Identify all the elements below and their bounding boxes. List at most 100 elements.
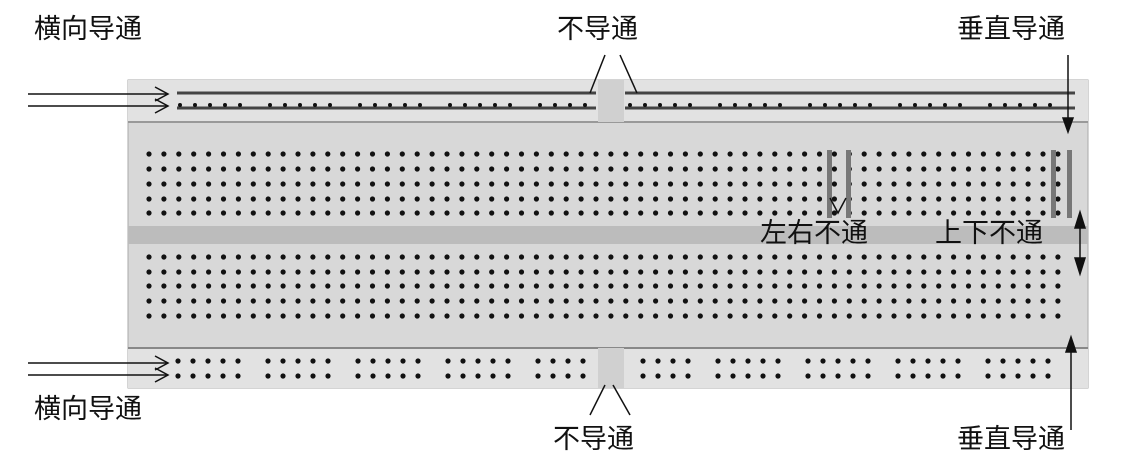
hole [958, 103, 962, 107]
hole [823, 103, 827, 107]
hole [505, 358, 511, 364]
hole [906, 313, 912, 319]
hole [563, 196, 569, 202]
hole [369, 313, 376, 319]
label-top-center-not-conduct: 不导通 [557, 14, 638, 45]
hole [831, 210, 838, 216]
hole [280, 181, 286, 187]
hole [1055, 151, 1061, 157]
hole [414, 283, 420, 289]
hole [475, 358, 481, 364]
hole [265, 166, 271, 172]
hole [474, 254, 480, 260]
hole [593, 196, 599, 202]
hole [891, 283, 897, 289]
hole [161, 313, 167, 319]
hole [223, 103, 227, 107]
hole [369, 283, 376, 289]
hole [727, 298, 733, 304]
hole [865, 373, 871, 379]
hole [655, 358, 661, 364]
hole [459, 151, 465, 157]
hole [1045, 373, 1051, 379]
hole [1040, 269, 1046, 275]
hole [608, 151, 614, 157]
hole [936, 254, 942, 260]
hole [667, 269, 674, 275]
hole [980, 283, 987, 289]
hole [206, 298, 212, 304]
hole [1025, 283, 1031, 289]
hole [718, 103, 722, 107]
hole [638, 298, 644, 304]
hole [568, 103, 572, 107]
hole [399, 269, 405, 275]
hole [250, 298, 256, 304]
hole [757, 166, 763, 172]
hole [399, 210, 405, 216]
hole [895, 358, 901, 364]
hole [921, 210, 927, 216]
hole [712, 181, 718, 187]
hole [921, 313, 927, 319]
hole [951, 196, 957, 202]
hole [831, 181, 838, 187]
hole [369, 196, 376, 202]
hole [965, 210, 972, 216]
hole [474, 151, 480, 157]
hole [980, 196, 987, 202]
hole [414, 181, 420, 187]
hole [802, 313, 808, 319]
hole [235, 181, 241, 187]
hole [355, 166, 361, 172]
hole [638, 254, 644, 260]
hole [787, 313, 793, 319]
hole [891, 210, 897, 216]
hole [742, 181, 748, 187]
hole [235, 313, 241, 319]
hole [772, 269, 778, 275]
hole [563, 313, 569, 319]
hole [697, 313, 703, 319]
hole [328, 103, 332, 107]
hole [638, 166, 644, 172]
hole [548, 298, 554, 304]
hole [340, 166, 346, 172]
hole [384, 254, 390, 260]
hole [414, 151, 420, 157]
hole [891, 166, 897, 172]
hole [906, 269, 912, 275]
hole [235, 254, 241, 260]
hole [444, 313, 450, 319]
hole [489, 181, 495, 187]
hole [816, 313, 823, 319]
hole [384, 283, 390, 289]
hole [593, 298, 599, 304]
hole [280, 210, 286, 216]
hole [727, 210, 733, 216]
hole [250, 283, 256, 289]
hole [608, 254, 614, 260]
hole [355, 313, 361, 319]
hole [489, 151, 495, 157]
hole [176, 181, 182, 187]
hole [861, 151, 867, 157]
hole [325, 373, 331, 379]
hole [980, 181, 987, 187]
hole [802, 254, 808, 260]
hole [1010, 254, 1016, 260]
hole [697, 254, 703, 260]
hole [220, 254, 227, 260]
hole [444, 181, 450, 187]
hole [995, 196, 1001, 202]
hole [906, 254, 912, 260]
hole [399, 254, 405, 260]
hole [1025, 151, 1031, 157]
hole [191, 181, 197, 187]
hole [831, 151, 838, 157]
hole [265, 373, 271, 379]
hole [310, 298, 316, 304]
hole [802, 269, 808, 275]
hole [727, 283, 733, 289]
hole [936, 181, 942, 187]
